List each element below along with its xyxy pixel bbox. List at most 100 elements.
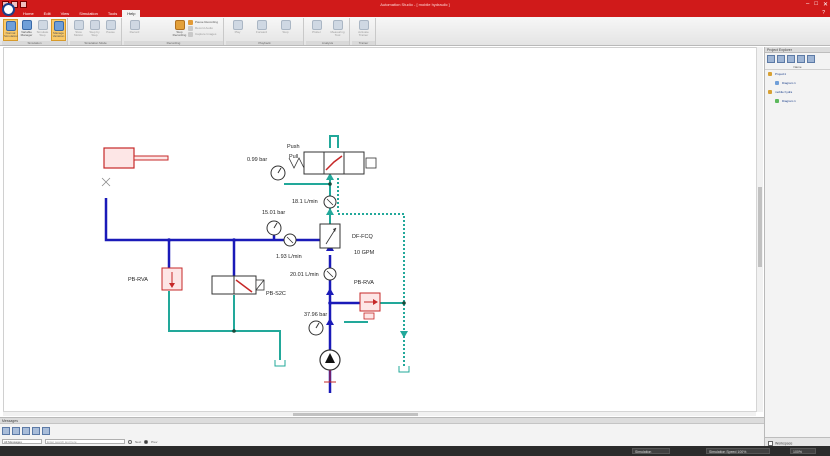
normal-simulation-button[interactable]: Normal Simulation [3,19,18,41]
playback-icon [232,20,243,30]
settings-icon[interactable] [42,427,50,435]
stop-recording-icon [174,20,185,30]
group-caption: Simulation [2,41,67,45]
simulate-step-button[interactable]: Simulate Step [35,19,50,41]
label-pbrva-left: PB-RVA [128,277,148,283]
new-diagram-icon[interactable] [787,55,795,63]
application-menu-button[interactable] [2,3,15,16]
slow-motion-button[interactable]: Slow Motion [71,19,86,41]
junction-dots [167,182,406,333]
flow-meter-mid[interactable] [283,233,297,247]
minimize-icon[interactable]: – [806,1,810,7]
flow-meter-lower[interactable] [323,267,337,281]
column-header-name: Name [765,65,830,70]
pause-button[interactable]: Pause [103,19,118,41]
ribbon-group-recording: Record Stop Recording Pause Recording Re… [124,18,224,45]
maximize-icon[interactable]: □ [814,1,818,7]
play-button[interactable]: Play [230,19,245,41]
close-icon[interactable]: ✕ [822,2,828,8]
manage-icon [53,21,64,31]
search-bar: All Messages Enter search text here Next… [2,439,158,444]
measuring-tool-button[interactable]: Measuring Tool [330,19,345,41]
ribbon-group-simulation: Normal Simulation Variable Manager Simul… [2,18,68,45]
tab-edit[interactable]: Edit [43,11,51,16]
relief-valve-left[interactable] [161,267,183,291]
zoom-level[interactable]: 100% [790,448,816,454]
scrollbar-thumb[interactable] [293,413,418,416]
tree-item-mobile-hydra[interactable]: mobile hydra [765,88,830,97]
manage-variation-button[interactable]: Manage Variation [51,19,66,41]
stop-button[interactable]: Stop [278,19,293,41]
group-caption: Playback [226,41,303,45]
project-explorer-panel: Project Explorer Name Project1 Diagram 1… [764,47,830,447]
directional-valve-top[interactable] [288,151,377,175]
messages-panel: Messages All Messages Enter search text … [0,417,764,446]
label-flow-lower: 20.01 L/min [290,272,319,278]
help-icon[interactable]: ? [822,10,825,16]
title-bar: Automation Studio - [ mobile hydraulic ]… [0,0,830,10]
forward-button[interactable]: Forward [254,19,269,41]
refresh-icon[interactable] [807,55,815,63]
open-project-icon[interactable] [777,55,785,63]
pause-recording-button[interactable]: Pause Recording [188,20,218,25]
panel-title: Messages [0,418,764,424]
pressure-gauge-mid[interactable] [266,220,282,236]
message-filter-select[interactable]: All Messages [2,439,42,444]
diagram-canvas[interactable]: Push Pull 0.99 bar 18.1 L/min 15.01 bar … [3,47,760,412]
record-audio-button[interactable]: Record Audio [188,26,213,31]
play-icon [5,21,16,31]
activate-trainer-button[interactable]: Activate Trainer [356,19,371,41]
label-dffcq: DF-FCQ [352,234,373,240]
panel-footer[interactable]: Workspace [765,437,830,447]
ribbon-group-simulation-mode: Slow Motion Step by Step Pause Simulatio… [70,18,122,45]
search-input[interactable]: Enter search text here [45,439,125,444]
canvas-vertical-scrollbar[interactable] [756,47,763,412]
redo-icon[interactable] [20,1,27,8]
step-by-step-icon [89,20,100,30]
scrollbar-thumb[interactable] [758,187,762,267]
record-button[interactable]: Record [127,19,142,41]
tab-home[interactable]: Home [23,11,34,16]
radio-next[interactable] [128,439,132,444]
hydraulic-cylinder[interactable] [101,147,169,187]
pressure-gauge-bottom[interactable] [308,320,324,336]
export-icon[interactable] [32,427,40,435]
solenoid-valve[interactable] [211,275,265,295]
tree-item-diagram[interactable]: Diagram 1 [765,79,830,88]
diagram-icon [775,81,779,85]
plotter-icon [311,20,322,30]
flow-meter-top[interactable] [323,195,337,209]
tab-tools[interactable]: Tools [107,11,118,16]
properties-icon[interactable] [797,55,805,63]
tree-item-project1[interactable]: Project1 [765,70,830,79]
ribbon-group-playback: Play Forward Stop Playback [226,18,304,45]
checkbox-icon[interactable] [768,441,773,446]
forward-icon [256,20,267,30]
plotter-button[interactable]: Plotter [309,19,324,41]
capture-images-button[interactable]: Capture Images [188,32,216,37]
hydraulic-pump[interactable] [319,349,341,383]
filter-icon[interactable] [12,427,20,435]
hydraulic-diagram[interactable]: Push Pull 0.99 bar 18.1 L/min 15.01 bar … [4,48,761,413]
radio-prev[interactable] [144,439,149,444]
tree-item-diagram[interactable]: Diagram 1 [765,97,830,106]
new-project-icon[interactable] [767,55,775,63]
pressure-gauge-top[interactable] [270,165,286,181]
clear-icon[interactable] [2,427,10,435]
relief-valve-right[interactable] [359,292,381,320]
tab-view[interactable]: View [60,11,70,16]
variable-manager-button[interactable]: Variable Manager [19,19,34,41]
step-by-step-button[interactable]: Step by Step [87,19,102,41]
copy-icon[interactable] [22,427,30,435]
tab-help[interactable]: Help [122,10,141,17]
label-gauge-mid: 15.01 bar [262,210,285,216]
label-pbrva-right: PB-RVA [354,280,374,286]
group-caption: Analysis [306,41,349,45]
canvas-horizontal-scrollbar[interactable] [3,411,756,416]
stop-recording-button[interactable]: Stop Recording [172,19,187,41]
status-segment: Simulation Speed 100% [706,448,770,454]
label-gauge-top: 0.99 bar [247,157,267,163]
label-pull: Pull [289,154,298,160]
tab-simulation[interactable]: Simulation [79,11,98,16]
flow-control-valve[interactable] [319,223,341,249]
